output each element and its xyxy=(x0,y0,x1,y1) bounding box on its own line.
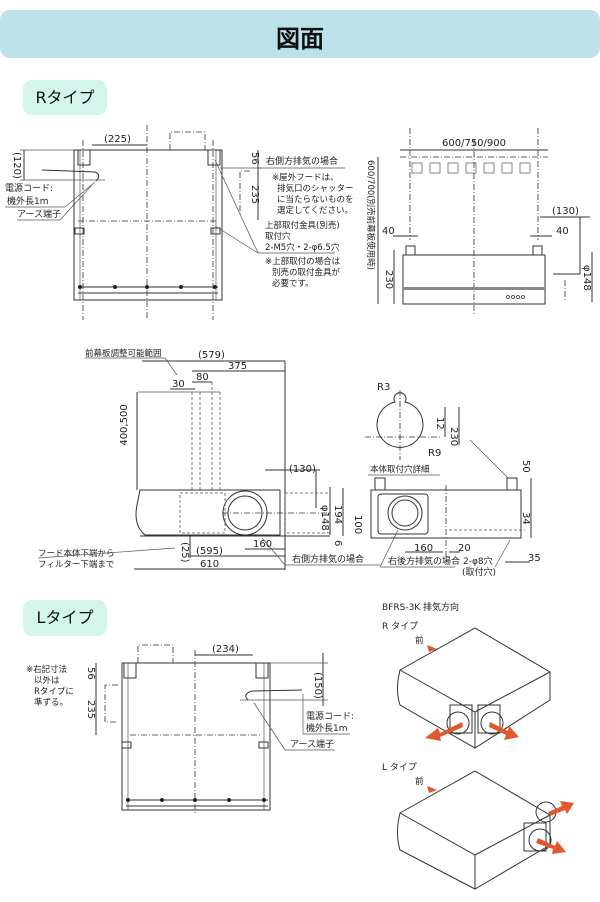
exhaust-direction-diagram: BFRS-3K 排気方向 R タイプ 前 L タイプ 前 xyxy=(382,601,574,890)
earth-terminal-label: アース端子 xyxy=(17,208,61,220)
page-title: 図面 xyxy=(276,25,324,53)
l-type-badge: Lタイプ xyxy=(23,600,107,636)
side-exhaust-note: 選定してください。 xyxy=(277,205,353,216)
l-type-note: 以外は xyxy=(34,675,60,686)
r-top-view: (225) (120) 電源コード: 機外長1m アース端子 56 235 右側… xyxy=(5,125,354,320)
hole-label-2: (取付穴) xyxy=(462,566,496,578)
rear-exhaust-label: 右後方排気の場合 xyxy=(388,555,460,567)
dim-230: 230 xyxy=(383,270,394,289)
dim-225: (225) xyxy=(104,134,131,145)
cord-length-label: 機外長1m xyxy=(7,195,49,207)
dim-12: 12 xyxy=(434,417,445,430)
mount-label: 取付穴 xyxy=(265,231,291,242)
dim-40-right: 40 xyxy=(556,226,569,237)
dim-30: 30 xyxy=(172,379,185,390)
dim-50: 50 xyxy=(520,460,531,473)
l-dim-234: (234) xyxy=(212,644,239,655)
side-exhaust-label: 右側方排気の場合 xyxy=(292,553,364,565)
arrow-r-right xyxy=(489,722,519,740)
r3-label: R3 xyxy=(377,382,390,393)
dim-579: (579) xyxy=(198,350,225,361)
mount-note: 別売の取付金具が xyxy=(272,267,341,278)
exhaust-direction-title: BFRS-3K 排気方向 xyxy=(382,601,459,613)
l-dim-150: (150) xyxy=(312,672,323,699)
l-type-note: ※右記寸法 xyxy=(26,664,67,675)
dim-6: 6 xyxy=(332,540,343,546)
dim-25: (25) xyxy=(179,542,190,563)
dim-34: 34 xyxy=(520,512,531,525)
r-front-view: 600/750/900 600/700(別売前幕板使用時) 40 40 (130… xyxy=(365,128,593,315)
dim-20: 20 xyxy=(458,543,471,554)
r-back-view: 50 34 100 160 20 35 右後方排気の場合 2-φ8穴 (取付穴) xyxy=(352,460,541,578)
dim-610: 610 xyxy=(200,559,219,570)
side-exhaust-note: ※屋外フードは、 xyxy=(272,172,339,183)
dim-130: (130) xyxy=(552,206,579,217)
arrow-l-upper xyxy=(548,801,574,816)
header-banner: 図面 xyxy=(0,10,600,58)
dim-height: 600/700(別売前幕板使用時) xyxy=(365,160,376,270)
r-side-view: 前幕板調整可能範囲 (579) 375 30 80 400,500 (130) … xyxy=(37,348,380,570)
side-exhaust-note: 排気口のシャッター xyxy=(277,183,354,194)
arrow-l-lower xyxy=(536,838,566,854)
dim-230-detail: 230 xyxy=(448,427,459,446)
l-dim-235: 235 xyxy=(85,700,96,719)
l-dim-56: 56 xyxy=(85,667,96,680)
dim-160: 160 xyxy=(253,539,272,550)
l-cord-length-label: 機外長1m xyxy=(306,722,348,734)
l-type-label: L タイプ xyxy=(382,762,417,773)
l-type-note: 準ずる。 xyxy=(34,697,68,708)
dim-375: 375 xyxy=(228,361,247,372)
hole-label: 2-φ8穴 xyxy=(463,555,493,567)
mount-label: 2-M5穴・2-φ6.5穴 xyxy=(265,242,340,253)
dim-148-side: φ148 xyxy=(319,505,330,531)
side-exhaust-note: に当たらないものを xyxy=(277,194,354,205)
dim-80: 80 xyxy=(196,372,209,383)
mount-hole-detail: R3 R9 12 230 本体取付穴詳細 xyxy=(365,382,509,479)
front-panel-label: 前幕板調整可能範囲 xyxy=(85,348,162,359)
dim-40-left: 40 xyxy=(382,226,395,237)
side-exhaust-title: 右側方排気の場合 xyxy=(266,155,338,167)
front-label-l: 前 xyxy=(415,776,424,787)
dim-148: φ148 xyxy=(581,265,592,291)
r-type-badge: Rタイプ xyxy=(23,80,107,115)
dim-56: 56 xyxy=(249,152,260,165)
l-top-view: ※右記寸法 以外は Rタイプに 準ずる。 (234) 56 235 (150) … xyxy=(26,644,354,815)
dim-595: (595) xyxy=(196,546,223,557)
dim-width: 600/750/900 xyxy=(442,138,506,149)
l-cord-label: 電源コード: xyxy=(306,711,354,722)
l-earth-terminal-label: アース端子 xyxy=(290,738,334,750)
dim-400-500: 400,500 xyxy=(119,404,130,445)
cord-label: 電源コード: xyxy=(5,183,53,194)
mount-note: 必要です。 xyxy=(272,278,314,289)
filter-label-2: フィルター下端まで xyxy=(38,559,114,570)
r9-label: R9 xyxy=(428,448,441,459)
dim-100: 100 xyxy=(352,515,363,534)
l-type-note: Rタイプに xyxy=(34,687,74,697)
r-type-label: R タイプ xyxy=(382,621,418,632)
mount-label: 上部取付金具(別売) xyxy=(265,220,340,231)
dim-35: 35 xyxy=(528,553,541,564)
dim-130-side: (130) xyxy=(289,464,316,475)
hole-detail-title: 本体取付穴詳細 xyxy=(370,464,430,475)
dim-160-back: 160 xyxy=(414,543,433,554)
mount-note: ※上部取付の場合は xyxy=(265,256,341,267)
dim-235: 235 xyxy=(249,185,260,204)
arrow-r-left xyxy=(425,722,463,741)
front-label-r: 前 xyxy=(415,635,424,646)
dim-194: 194 xyxy=(332,505,343,524)
filter-label: フード本体下端から xyxy=(38,548,115,559)
dim-120: (120) xyxy=(11,152,22,179)
